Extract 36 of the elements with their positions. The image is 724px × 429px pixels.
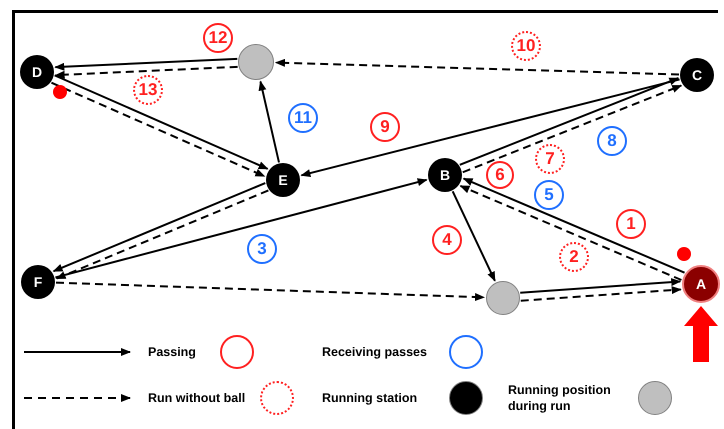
step-number: 3 [247, 234, 277, 264]
step-number: 12 [203, 23, 233, 53]
step-number: 13 [133, 75, 163, 105]
arrow [300, 78, 680, 177]
legend-label: Passing [148, 344, 197, 360]
arrow [520, 278, 682, 294]
step-number: 6 [486, 161, 514, 189]
step-number: 2 [559, 242, 589, 272]
arrow [54, 66, 238, 79]
arrow [462, 84, 682, 174]
arrow [51, 82, 266, 178]
step-number: 8 [597, 126, 627, 156]
arrow [55, 178, 428, 278]
step-number: 7 [535, 144, 565, 174]
arrow [56, 190, 269, 280]
arrow [56, 282, 485, 302]
arrow [460, 185, 682, 281]
arrow [54, 74, 269, 170]
step-number: 5 [534, 180, 564, 210]
step-number: 1 [616, 209, 646, 239]
arrow [54, 58, 238, 71]
step-number: 9 [370, 112, 400, 142]
legend-label: Receiving passes [322, 344, 428, 360]
arrow [462, 178, 685, 274]
arrow [520, 286, 682, 302]
legend-label: Run without ball [148, 390, 246, 406]
legend-label: Running position during run [508, 382, 612, 414]
arrow [275, 58, 680, 76]
arrow [258, 80, 280, 163]
step-number: 10 [511, 31, 541, 61]
arrow [459, 77, 680, 166]
step-number: 11 [288, 103, 318, 133]
legend-label: Running station [322, 390, 418, 406]
arrow [52, 182, 266, 272]
arrow [452, 190, 496, 282]
step-number: 4 [432, 225, 462, 255]
